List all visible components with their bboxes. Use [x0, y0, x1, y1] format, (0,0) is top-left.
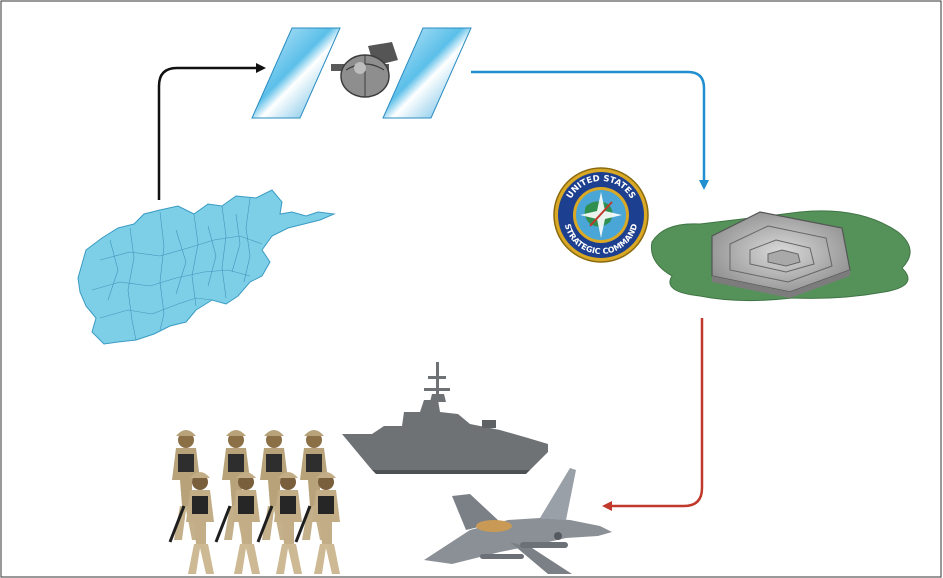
arrow-pentagon-to-jet — [602, 318, 704, 511]
pentagon-building — [650, 210, 911, 302]
satellite-icon — [251, 27, 472, 119]
soldiers-group — [168, 430, 340, 574]
strategic-command-seal: UNITED STATES STRATEGIC COMMAND — [553, 167, 649, 263]
warship-icon — [342, 362, 548, 474]
afghanistan-map — [77, 189, 336, 345]
arrow-satellite-to-pentagon — [471, 70, 709, 190]
arrow-map-to-satellite — [157, 63, 266, 200]
fighter-jet-icon — [424, 468, 612, 574]
